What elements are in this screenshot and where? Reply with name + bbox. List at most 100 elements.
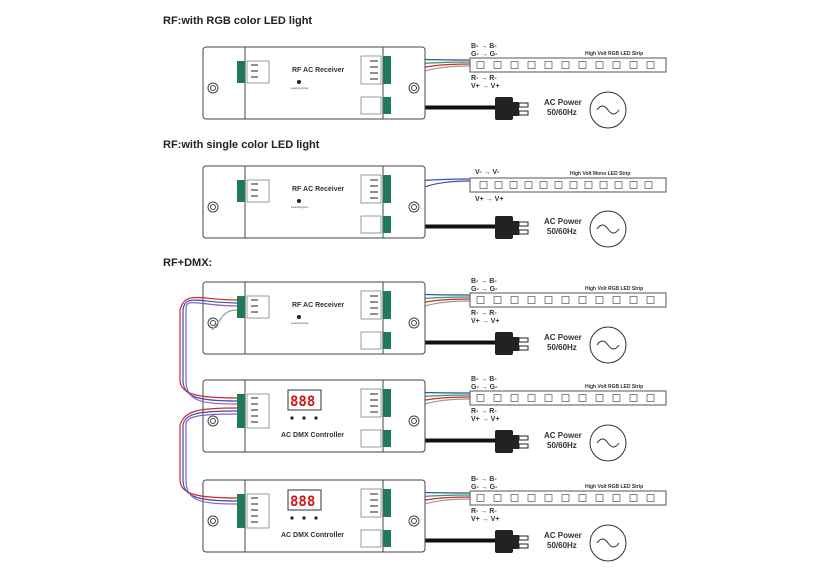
led-chip (527, 394, 536, 402)
led-display (287, 389, 322, 411)
terminal-label-plate (360, 429, 382, 448)
strip-label: High Volt RGB LED Strip (585, 484, 643, 490)
led-chip (527, 494, 536, 502)
sine-wave-icon (596, 438, 620, 448)
control-button (290, 516, 294, 520)
device-label: AC DMX Controller (281, 432, 344, 439)
mounting-hole-icon (408, 201, 420, 213)
pin-mapping: G- → G- (471, 384, 498, 391)
led-chip (544, 61, 553, 69)
pin-mapping: R- → R- (471, 408, 497, 415)
pin-mapping: R- → R- (471, 310, 497, 317)
led-chip (544, 296, 553, 304)
control-button (302, 516, 306, 520)
plug-icon (495, 332, 513, 355)
pin-mapping: G- → G- (471, 51, 498, 58)
mounting-hole-icon (408, 317, 420, 329)
input-terminal (237, 296, 245, 318)
section-title: RF+DMX: (163, 257, 212, 269)
sine-wave-icon (596, 340, 620, 350)
device-label: RF AC Receiver (292, 67, 345, 74)
mounting-hole-icon (411, 204, 417, 210)
led-chip (510, 61, 519, 69)
led-chip (595, 494, 604, 502)
led-chip (544, 494, 553, 502)
mounting-hole-icon (411, 85, 417, 91)
pin-mapping: B- → B- (471, 43, 497, 50)
led-chip (629, 181, 638, 189)
pin-mapping: G- → G- (471, 484, 498, 491)
led-chip (599, 181, 608, 189)
terminal-label-plate (360, 388, 382, 418)
plug-icon (495, 530, 513, 553)
plug-icon (513, 221, 519, 235)
learning-key-label: Learning Key (291, 86, 309, 90)
pin-mapping: R- → R- (471, 75, 497, 82)
strip-label: High Volt RGB LED Strip (585, 286, 643, 292)
led-chip (612, 296, 621, 304)
led-chip (612, 394, 621, 402)
plug-prong (518, 337, 529, 343)
led-display (287, 489, 322, 511)
terminal-label-plate (360, 488, 382, 518)
led-chip (561, 296, 570, 304)
mounting-hole-icon (210, 418, 216, 424)
power-frequency: 50/60Hz (547, 541, 577, 550)
plug-prong (518, 543, 529, 549)
plug-prong (518, 345, 529, 351)
control-button (314, 516, 318, 520)
power-label: AC Power (544, 333, 582, 342)
mounting-hole-icon (411, 418, 417, 424)
power-terminal (383, 97, 391, 114)
learning-key-button (297, 199, 301, 203)
led-chip (595, 61, 604, 69)
device-housing (202, 281, 426, 355)
power-frequency: 50/60Hz (547, 108, 577, 117)
led-chip (612, 61, 621, 69)
mounting-hole-icon (408, 82, 420, 94)
rgb-led-strip: High Volt RGB LED Strip B- → B-G- → G- R- … (469, 278, 667, 325)
terminal-label-plate (360, 174, 382, 204)
pin-mapping: V+ → V+ (471, 416, 499, 423)
led-chip (614, 181, 623, 189)
led-chip (479, 181, 488, 189)
terminal-label-plate (246, 179, 270, 203)
led-chip (629, 61, 638, 69)
led-chip (561, 394, 570, 402)
pin-mapping: G- → G- (471, 286, 498, 293)
dmx-link-wires (179, 296, 238, 505)
dmx-wire (185, 413, 238, 505)
plug-icon (513, 435, 519, 449)
led-chip (539, 181, 548, 189)
pin-mapping: V+ → V+ (471, 83, 499, 90)
power-terminal (383, 430, 391, 447)
plug-icon (513, 535, 519, 549)
mounting-hole-icon (207, 201, 219, 213)
led-chip (578, 494, 587, 502)
mounting-hole-icon (210, 204, 216, 210)
led-chip (646, 494, 655, 502)
sine-wave-icon (596, 538, 620, 548)
pin-mapping: V+ → V+ (475, 196, 503, 203)
power-label: AC Power (544, 98, 582, 107)
input-terminal (237, 61, 245, 83)
led-chip (646, 296, 655, 304)
sine-wave-icon (596, 224, 620, 234)
terminal-label-plate (360, 96, 382, 115)
led-chip (578, 296, 587, 304)
led-chip (544, 394, 553, 402)
terminal-label-plate (246, 295, 270, 319)
pin-mapping: B- → B- (471, 278, 497, 285)
led-chip (493, 296, 502, 304)
led-chip (476, 296, 485, 304)
pin-mapping: V+ → V+ (471, 516, 499, 523)
display-digits: 888 (290, 494, 315, 510)
learning-key-label: Learning Key (291, 321, 309, 325)
